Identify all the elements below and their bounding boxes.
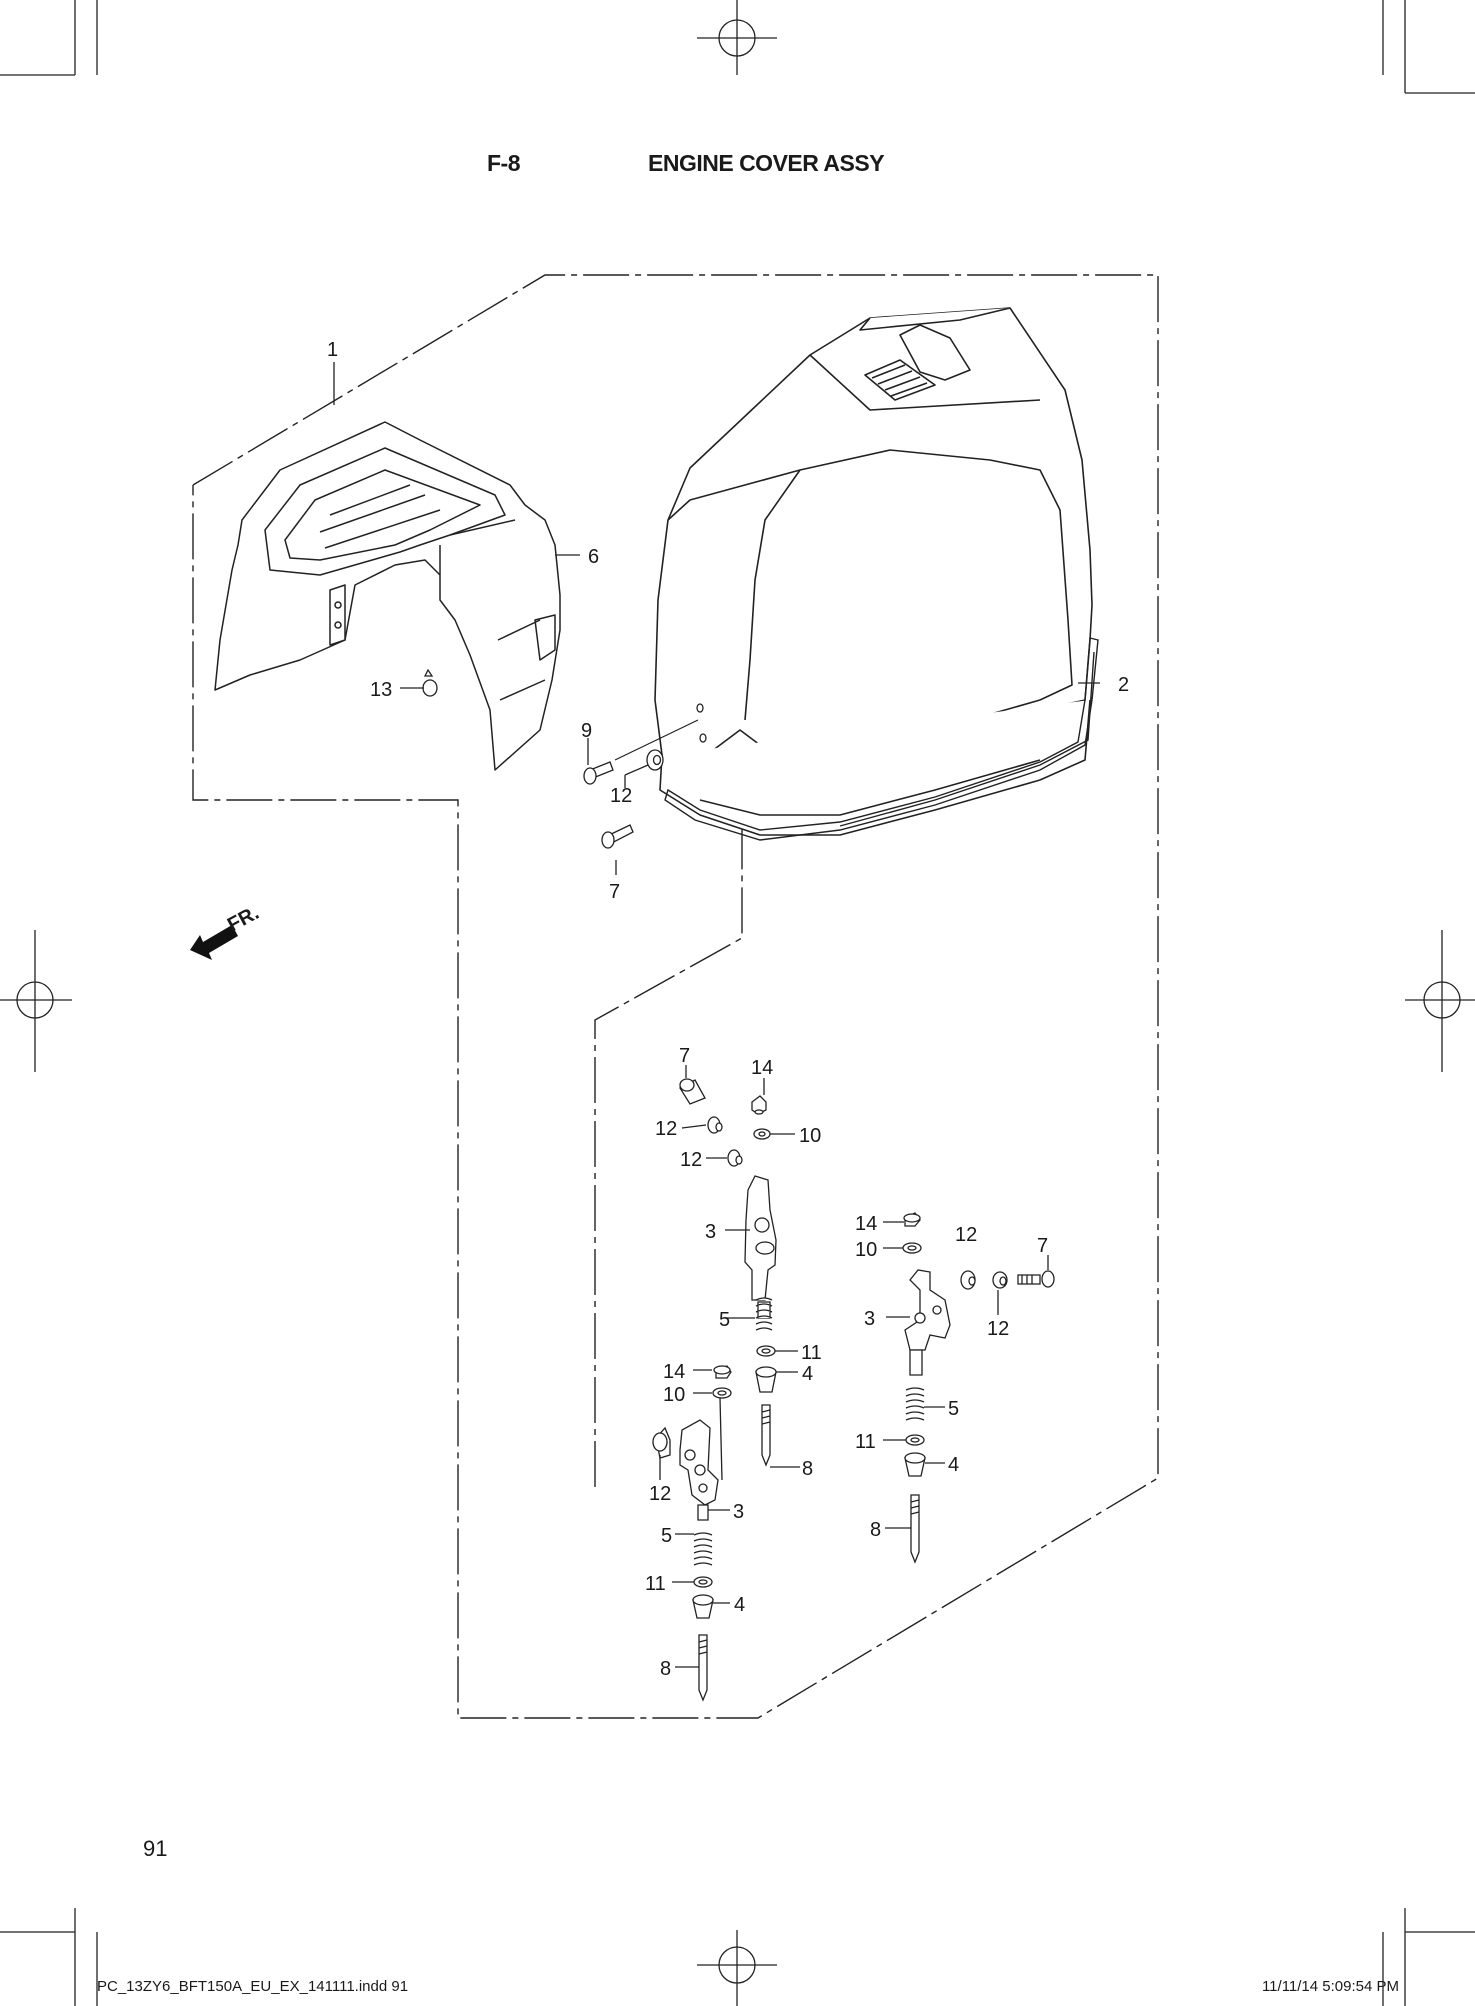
callout-14: 14 [855, 1213, 877, 1235]
callout-12: 12 [610, 785, 632, 807]
callout-14: 14 [663, 1361, 685, 1383]
callout-7: 7 [679, 1045, 690, 1067]
callout-13: 13 [370, 679, 392, 701]
footer-file-name: PC_13ZY6_BFT150A_EU_EX_141111.indd 91 [97, 1978, 409, 1995]
screw-13 [422, 668, 438, 697]
figure-code: F-8 [487, 150, 521, 176]
callout-labels: 1 6 13 2 9 12 7 7 14 12 10 12 3 5 11 4 1… [327, 339, 1129, 1680]
callout-8: 8 [660, 1658, 671, 1680]
front-direction-arrow: FR. [190, 902, 263, 960]
registration-target-right [1405, 930, 1475, 1072]
callout-10: 10 [663, 1384, 685, 1406]
callout-7: 7 [609, 881, 620, 903]
callout-6: 6 [588, 546, 599, 568]
callout-4: 4 [948, 1454, 959, 1476]
callout-4: 4 [802, 1363, 813, 1385]
latch-assembly-right [902, 1212, 1055, 1564]
assembly-boundary [192, 274, 1159, 1719]
fastener-bolt-9 [583, 719, 699, 785]
callout-8: 8 [870, 1519, 881, 1541]
rear-inner-cover [214, 421, 561, 771]
registration-target-left [0, 930, 72, 1072]
callout-8: 8 [802, 1458, 813, 1480]
screw-7-upper [601, 824, 634, 849]
registration-target-bottom [697, 1930, 777, 2006]
engine-cover-hood [654, 307, 1093, 836]
callout-11: 11 [645, 1573, 666, 1595]
callout-3: 3 [733, 1501, 744, 1523]
callout-12: 12 [680, 1149, 702, 1171]
latch-assembly-lower-left [652, 1365, 732, 1702]
callout-12: 12 [987, 1318, 1009, 1340]
callout-3: 3 [705, 1221, 716, 1243]
footer-timestamp: 11/11/14 5:09:54 PM [1261, 1978, 1399, 1995]
callout-10: 10 [855, 1239, 877, 1261]
callout-5: 5 [661, 1525, 672, 1547]
callout-7: 7 [1037, 1235, 1048, 1257]
leader-lines [333, 362, 1100, 1668]
registration-target-top [697, 0, 777, 75]
callout-3: 3 [864, 1308, 875, 1330]
callout-11: 11 [855, 1431, 876, 1453]
callout-1: 1 [327, 339, 338, 361]
page-number: 91 [143, 1836, 168, 1861]
callout-10: 10 [799, 1125, 821, 1147]
callout-2: 2 [1118, 674, 1129, 696]
callout-5: 5 [719, 1309, 730, 1331]
callout-9: 9 [581, 720, 592, 742]
callout-5: 5 [948, 1398, 959, 1420]
callout-11: 11 [801, 1342, 822, 1364]
callout-12: 12 [655, 1118, 677, 1140]
callout-12: 12 [649, 1483, 671, 1505]
callout-4: 4 [734, 1594, 745, 1616]
callout-14: 14 [751, 1057, 773, 1079]
washer-12-upper [646, 703, 707, 771]
rubber-seal [664, 637, 1099, 841]
latch-assembly-center [679, 1078, 777, 1467]
callout-12: 12 [955, 1224, 977, 1246]
figure-title: ENGINE COVER ASSY [648, 150, 885, 176]
